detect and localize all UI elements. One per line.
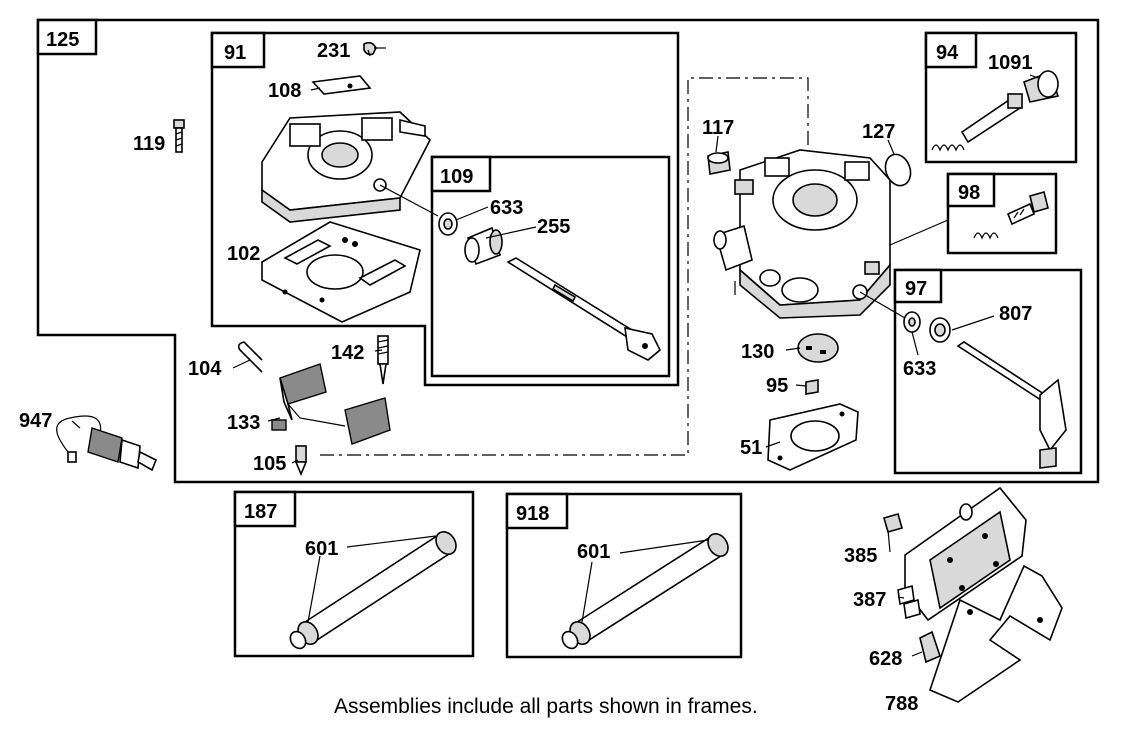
label-385: 385	[844, 545, 877, 567]
frame-94-number: 94	[936, 42, 959, 64]
frame-125-outline	[36, 18, 1100, 484]
carburetor-main-body-drawing	[713, 149, 891, 319]
frame-918-tag	[505, 492, 569, 530]
solenoid-947-drawing	[56, 415, 158, 472]
frame-98-tag	[946, 172, 996, 208]
label-133: 133	[227, 412, 260, 434]
label-119: 119	[133, 133, 165, 155]
label-788: 788	[885, 693, 918, 715]
label-947: 947	[19, 410, 52, 432]
label-117: 117	[702, 117, 734, 139]
idle-needle-1091-drawing	[931, 70, 1060, 152]
gasket-51-drawing	[767, 403, 859, 471]
label-231: 231	[317, 40, 350, 62]
needle-105-drawing	[294, 445, 308, 477]
frame-109-outline	[430, 155, 671, 378]
label-104: 104	[188, 358, 222, 380]
carburetor-top-body-drawing	[261, 111, 439, 223]
frame-94-tag	[924, 31, 978, 69]
fuel-pump-drawing	[897, 486, 1027, 622]
frame-91-outline	[210, 31, 680, 387]
oring-127-drawing	[884, 153, 912, 187]
bushing-255-drawing	[464, 226, 503, 266]
float-133-drawing	[271, 363, 391, 445]
screw-95-drawing	[805, 379, 819, 395]
label-255: 255	[537, 216, 570, 238]
frame-918-number: 918	[516, 503, 549, 525]
label-628: 628	[869, 648, 902, 670]
frame-125-tag	[36, 18, 98, 56]
label-633-frame-109: 633	[490, 197, 523, 219]
frame-91-number: 91	[224, 42, 246, 64]
label-601-frame-187: 601	[305, 538, 338, 560]
frame-94-outline	[924, 31, 1078, 164]
label-51: 51	[740, 437, 762, 459]
frame-98-number: 98	[958, 182, 980, 204]
fuel-hose-187-drawing	[289, 531, 457, 650]
leader-lines	[71, 47, 1039, 657]
fuel-path-line-lower	[320, 77, 809, 456]
label-633-frame-97: 633	[903, 358, 936, 380]
frame-97-tag	[893, 268, 943, 304]
frame-187-number: 187	[244, 501, 277, 523]
screw-119-drawing	[173, 119, 185, 153]
label-127: 127	[862, 121, 895, 143]
screw-231-drawing	[363, 41, 377, 57]
gasket-102-drawing	[261, 221, 421, 323]
washer-633-drawing	[438, 212, 458, 236]
idle-screw-98-drawing	[889, 191, 1049, 246]
frame-98-outline	[946, 172, 1058, 255]
label-142: 142	[331, 342, 364, 364]
fitting-117-drawing	[707, 151, 731, 175]
frame-97-number: 97	[905, 278, 927, 300]
screw-385-drawing	[883, 513, 903, 533]
bracket-788-drawing	[929, 564, 1063, 703]
frame-97-outline	[893, 268, 1083, 475]
fuel-hose-918-drawing	[561, 533, 729, 650]
gasket-108-drawing	[311, 75, 372, 95]
throttle-shaft-drawing	[506, 257, 661, 361]
choke-shaft-97-drawing	[859, 291, 1067, 469]
label-95: 95	[766, 375, 788, 397]
frame-109-tag	[430, 155, 492, 193]
label-102: 102	[227, 243, 260, 265]
label-105: 105	[253, 453, 286, 475]
assemblies-caption: Assemblies include all parts shown in fr…	[334, 695, 758, 718]
label-130: 130	[741, 341, 774, 363]
frame-91-tag	[210, 31, 266, 69]
frame-187-outline	[233, 490, 475, 658]
screw-628-drawing	[919, 630, 941, 664]
label-807: 807	[999, 303, 1032, 325]
frame-109-number: 109	[440, 166, 473, 188]
choke-plate-130-drawing	[797, 333, 839, 363]
frame-918-outline	[505, 492, 743, 659]
needle-142-drawing	[377, 335, 389, 385]
clip-104-drawing	[237, 341, 263, 373]
label-601-frame-918: 601	[577, 541, 610, 563]
frame-125-number: 125	[46, 29, 79, 51]
label-108: 108	[268, 80, 301, 102]
label-1091: 1091	[988, 52, 1033, 74]
label-387: 387	[853, 589, 886, 611]
frame-187-tag	[233, 490, 297, 528]
